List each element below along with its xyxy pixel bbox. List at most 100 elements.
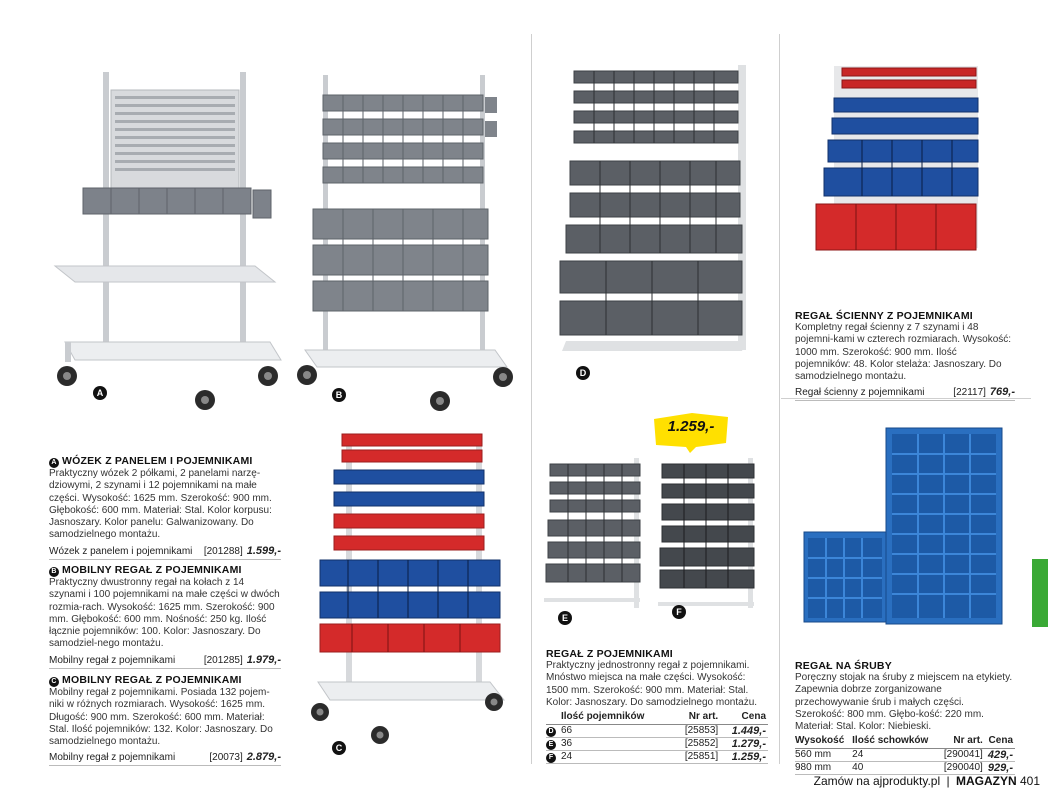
product-e-image — [544, 458, 641, 608]
product-wall-rack-image — [815, 66, 979, 251]
product-c-block: CMobilny regał z pojemnikami Mobilny reg… — [49, 674, 281, 767]
table-row[interactable]: F 24 [25851] 1.259,- — [546, 750, 768, 765]
product-f-image — [658, 458, 755, 608]
product-c-price-row[interactable]: Mobilny regał z pojemnikami [20073] 2.87… — [49, 751, 281, 767]
product-screw-image — [803, 427, 1003, 625]
row-height: 980 mm — [795, 761, 853, 776]
product-d-row-art: [22117] — [953, 387, 986, 399]
product-d-price-row[interactable]: Regał ścienny z pojemnikami [22117] 769,… — [795, 386, 1015, 402]
label-e: E — [558, 611, 572, 625]
page-footer: Zamów na ajprodukty.pl | MAGAZYN 401 — [800, 775, 1040, 787]
row-badge-cell: F — [546, 750, 561, 765]
product-a-block: AWózek z panelem i pojemnikami Praktyczn… — [49, 455, 281, 560]
highlight-price-text: 1.259,- — [667, 418, 715, 435]
product-c-image — [311, 433, 506, 744]
label-f: F — [672, 605, 686, 619]
row-price: 1.259,- — [720, 750, 768, 765]
label-b: B — [332, 388, 346, 402]
row-badge-cell: E — [546, 737, 561, 752]
row-art: [290040] — [939, 761, 985, 776]
product-ef-header-badge — [546, 711, 561, 726]
product-screw-header-art: Nr art. — [939, 735, 985, 750]
product-a-desc: Praktyczny wózek 2 półkami, 2 panelami n… — [49, 468, 272, 541]
product-c-title: CMobilny regał z pojemnikami — [49, 674, 281, 687]
divider-horizontal — [781, 398, 1031, 399]
product-b-price-row[interactable]: Mobilny regał z pojemnikami [201285] 1.9… — [49, 654, 281, 669]
product-c-row-name: Mobilny regał z pojemnikami — [49, 752, 176, 764]
product-screw-table: Wysokość Ilość schowków Nr art. Cena 560… — [795, 735, 1015, 776]
product-c-desc: Mobilny regał z pojemnikami. Posiada 132… — [49, 687, 273, 748]
table-row[interactable]: 560 mm 24 [290041] 429,- — [795, 748, 1015, 763]
table-row[interactable]: D 66 [25853] 1.449,- — [546, 724, 768, 739]
table-row[interactable]: E 36 [25852] 1.279,- — [546, 737, 768, 752]
product-screw-header-row: Wysokość Ilość schowków Nr art. Cena — [795, 735, 1015, 750]
row-slots: 24 — [852, 748, 940, 763]
badge-c: C — [49, 677, 59, 687]
label-c: C — [332, 741, 346, 755]
table-row[interactable]: 980 mm 40 [290040] 929,- — [795, 761, 1015, 776]
product-d-title: Regał ścienny z pojemnikami — [795, 310, 973, 322]
product-c-row-price: 2.879,- — [246, 751, 281, 764]
product-b-title-text: Mobilny regał z pojemnikami — [62, 564, 242, 576]
product-b-image — [297, 75, 513, 411]
product-ef-table: Ilość pojemników Nr art. Cena D 66 [2585… — [546, 711, 768, 765]
product-a-title-text: Wózek z panelem i pojemnikami — [62, 455, 253, 467]
product-a-image — [53, 72, 282, 410]
row-badge: E — [546, 740, 556, 751]
row-count: 36 — [561, 737, 674, 752]
highlight-price-badge: 1.259,- — [652, 413, 730, 453]
row-art: [290041] — [939, 748, 985, 763]
product-d-row-name: Regał ścienny z pojemnikami — [795, 387, 925, 399]
product-ef-header-price: Cena — [720, 711, 768, 726]
product-screw-desc: Poręczny stojak na śruby z miejscem na e… — [795, 672, 1013, 733]
product-b-title: BMobilny regał z pojemnikami — [49, 564, 281, 577]
product-ef-desc: Praktyczny jednostronny regał z pojemnik… — [546, 660, 758, 708]
row-art: [25852] — [673, 737, 721, 752]
label-d: D — [576, 366, 590, 380]
footer-section: MAGAZYN — [955, 774, 1017, 788]
product-a-title: AWózek z panelem i pojemnikami — [49, 455, 281, 468]
product-d-image — [559, 65, 746, 351]
product-d-block: Regał ścienny z pojemnikami Kompletny re… — [795, 310, 1015, 402]
product-b-block: BMobilny regał z pojemnikami Praktyczny … — [49, 564, 281, 669]
product-ef-block: Regał z pojemnikami Praktyczny jednostro… — [546, 648, 768, 765]
product-a-price-row[interactable]: Wózek z panelem i pojemnikami [201288] 1… — [49, 545, 281, 560]
row-badge: F — [546, 753, 556, 764]
badge-a: A — [49, 458, 59, 468]
badge-b: B — [49, 567, 59, 577]
product-d-row-price: 769,- — [989, 386, 1015, 399]
footer-separator: | — [946, 774, 950, 788]
row-badge-cell: D — [546, 724, 561, 739]
row-count: 66 — [561, 724, 674, 739]
row-height: 560 mm — [795, 748, 853, 763]
product-ef-header-art: Nr art. — [673, 711, 721, 726]
product-c-title-text: Mobilny regał z pojemnikami — [62, 674, 242, 686]
row-price: 1.449,- — [720, 724, 768, 739]
row-price: 429,- — [984, 748, 1015, 763]
product-ef-header-count: Ilość pojemników — [561, 711, 674, 726]
product-screw-header-height: Wysokość — [795, 735, 853, 750]
product-a-row-name: Wózek z panelem i pojemnikami — [49, 545, 193, 557]
row-art: [25853] — [673, 724, 721, 739]
footer-order-link[interactable]: Zamów na ajprodukty.pl — [813, 774, 941, 788]
divider-right — [779, 34, 780, 764]
product-a-row-price: 1.599,- — [246, 544, 281, 557]
product-screw-title: Regał na śruby — [795, 660, 892, 672]
product-b-desc: Praktyczny dwustronny regał na kołach z … — [49, 577, 280, 650]
product-a-row-art: [201288] — [203, 545, 243, 557]
product-b-row-price: 1.979,- — [246, 653, 281, 666]
row-price: 1.279,- — [720, 737, 768, 752]
row-badge: D — [546, 727, 556, 738]
row-art: [25851] — [673, 750, 721, 765]
product-b-row-name: Mobilny regał z pojemnikami — [49, 654, 176, 666]
section-tab — [1032, 559, 1048, 627]
product-c-row-art: [20073] — [209, 752, 243, 764]
product-b-row-art: [201285] — [203, 654, 243, 666]
row-slots: 40 — [852, 761, 940, 776]
product-ef-title: Regał z pojemnikami — [546, 648, 673, 660]
row-price: 929,- — [984, 761, 1015, 776]
product-screw-block: Regał na śruby Poręczny stojak na śruby … — [795, 660, 1015, 776]
row-count: 24 — [561, 750, 674, 765]
footer-page-number: 401 — [1019, 774, 1040, 788]
burst-shape — [654, 413, 728, 453]
